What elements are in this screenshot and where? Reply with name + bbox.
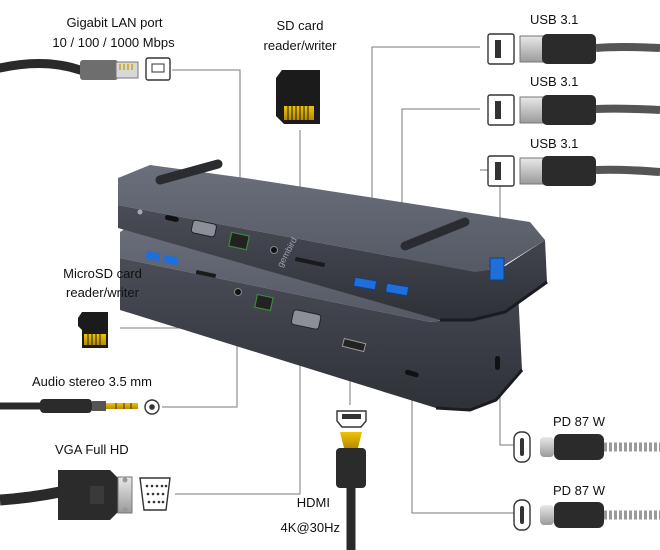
usbc-cable-1	[513, 431, 660, 463]
label-hdmi-resolution: 4K@30Hz	[280, 520, 340, 535]
rubber-grip-left	[155, 159, 223, 185]
sd-slot	[294, 256, 326, 268]
usbc-port-front	[405, 369, 419, 378]
label-audio: Audio stereo 3.5 mm	[32, 374, 152, 389]
rj45-port-lower	[254, 293, 274, 312]
usb-port-left-1	[145, 250, 161, 262]
top-front-face	[118, 205, 547, 320]
label-pd-1: PD 87 W	[553, 414, 606, 429]
usbc-port-side	[495, 356, 500, 370]
rubber-grip-right	[400, 217, 470, 251]
lan-cable	[0, 57, 171, 81]
rj45-socket-icon	[145, 57, 171, 81]
label-usb-3: USB 3.1	[530, 136, 579, 151]
audio-cable	[0, 399, 160, 415]
label-pd-2: PD 87 W	[553, 483, 606, 498]
label-hdmi-title: HDMI	[296, 495, 330, 510]
label-vga: VGA Full HD	[55, 442, 129, 457]
hdmi-port	[341, 337, 367, 353]
dock-top-unit: gembird	[118, 159, 548, 322]
vga-cable	[0, 470, 171, 520]
label-sd-subtitle: reader/writer	[263, 38, 337, 53]
usb-port-side-top	[489, 257, 505, 281]
usbc-port-top	[164, 215, 179, 222]
label-usb-2: USB 3.1	[530, 74, 579, 89]
audio-jack	[234, 288, 242, 296]
top-top-face	[118, 165, 545, 272]
label-microsd-title: MicroSD card	[63, 266, 142, 281]
usb-cable-3	[487, 155, 660, 187]
vga-socket-icon	[139, 477, 171, 511]
vga-port	[290, 309, 322, 330]
usb-port-top-1	[352, 276, 378, 291]
label-microsd-subtitle: reader/writer	[66, 285, 139, 300]
leader-pd-2	[411, 385, 514, 514]
bottom-front-face	[120, 258, 522, 410]
led-indicator	[137, 209, 143, 215]
microsd-slot	[195, 269, 217, 279]
rj45-port-upper	[228, 231, 250, 251]
hdmi-cable	[336, 410, 367, 550]
label-lan-speed: 10 / 100 / 1000 Mbps	[52, 35, 175, 50]
usb-cable-1	[487, 33, 660, 65]
usb-port-left-2	[163, 254, 179, 266]
label-usb-1: USB 3.1	[530, 12, 579, 27]
usbc-cable-2	[513, 499, 660, 531]
mini-port-top	[190, 219, 217, 238]
leader-vga	[175, 328, 301, 495]
usb-cable-2	[487, 94, 660, 126]
usb-port-top-2	[384, 282, 410, 297]
microsd-card-icon	[78, 312, 108, 348]
label-lan-title: Gigabit LAN port	[66, 15, 163, 30]
audio-jack-top	[270, 246, 278, 254]
sd-card-icon	[276, 70, 320, 124]
label-sd-title: SD card	[276, 18, 324, 33]
